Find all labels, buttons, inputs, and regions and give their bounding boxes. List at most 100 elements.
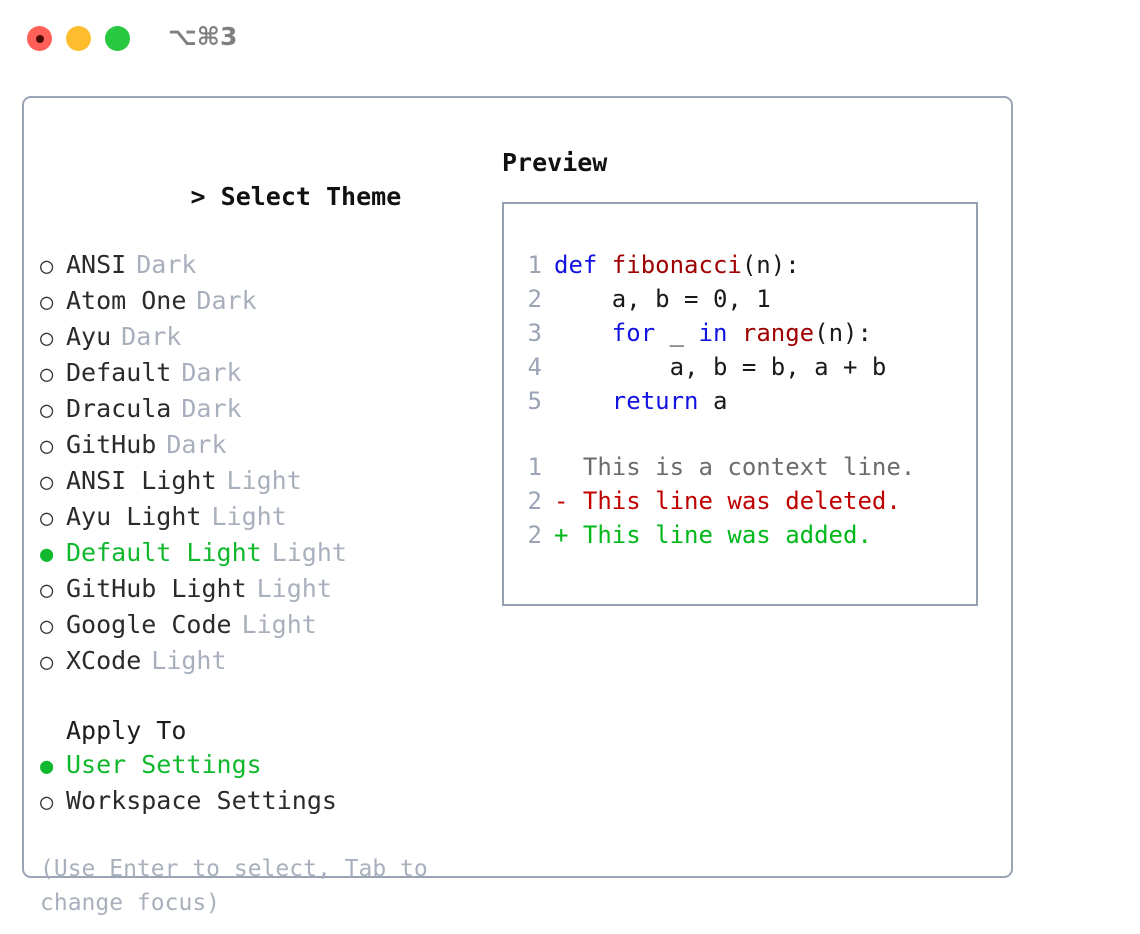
- code-token-plain: a, b = b, a + b: [554, 353, 887, 381]
- radio-unselected-icon: ○: [40, 470, 54, 495]
- diff-line-text: This line was deleted.: [568, 487, 901, 515]
- code-token-kw: return: [611, 387, 699, 415]
- theme-option-label: GitHub Light: [66, 574, 247, 603]
- window-titlebar: ⌥⌘3: [0, 0, 1140, 78]
- theme-option-tag: Dark: [121, 322, 182, 351]
- code-line: 3 for _ in range(n):: [516, 316, 968, 350]
- select-theme-header-label: Select Theme: [220, 182, 402, 211]
- radio-unselected-icon: ○: [40, 614, 54, 639]
- theme-option-default[interactable]: ○ Default Dark: [40, 356, 480, 392]
- theme-option-ansi[interactable]: ○ ANSI Dark: [40, 248, 480, 284]
- theme-option-tag: Light: [241, 610, 317, 639]
- code-token-plain: (n):: [741, 251, 800, 279]
- code-token-plain: [554, 319, 612, 347]
- diff-line-text: This line was added.: [568, 521, 872, 549]
- theme-option-tag: Light: [211, 502, 287, 531]
- code-token-plain: a, b = 0, 1: [554, 285, 771, 313]
- radio-unselected-icon: ○: [40, 434, 54, 459]
- radio-selected-icon: ●: [40, 754, 54, 779]
- diff-sample: 1 This is a context line.2- This line wa…: [516, 450, 968, 552]
- radio-unselected-icon: ○: [40, 578, 54, 603]
- diff-line-number: 1: [527, 453, 542, 481]
- code-token-kw: in: [698, 319, 728, 347]
- diff-line-number: 2: [527, 521, 542, 549]
- code-token-plain: [554, 387, 612, 415]
- code-line-text: a, b = 0, 1: [554, 282, 771, 316]
- theme-option-label: Default Light: [66, 538, 262, 567]
- code-token-plain: (n):: [814, 319, 872, 347]
- code-line-number: 1: [527, 251, 542, 279]
- code-token-fn: fibonacci: [611, 251, 742, 279]
- diff-line-deleted: 2- This line was deleted.: [516, 484, 968, 518]
- theme-option-label: GitHub: [66, 430, 157, 459]
- list-spacer: [40, 680, 480, 714]
- radio-unselected-icon: ○: [40, 254, 54, 279]
- theme-option-default-light[interactable]: ● Default Light Light: [40, 536, 480, 572]
- code-token-plain: [727, 319, 741, 347]
- minimize-icon[interactable]: [66, 26, 91, 51]
- radio-unselected-icon: ○: [40, 362, 54, 387]
- keyboard-shortcut-label: ⌥⌘3: [168, 22, 238, 51]
- radio-unselected-icon: ○: [40, 290, 54, 315]
- apply-to-option-list: ●User Settings○Workspace Settings: [40, 748, 480, 820]
- diff-line-text: This is a context line.: [568, 453, 916, 481]
- theme-option-dracula[interactable]: ○ Dracula Dark: [40, 392, 480, 428]
- apply-to-option-workspace-settings[interactable]: ○Workspace Settings: [40, 784, 480, 820]
- radio-unselected-icon: ○: [40, 398, 54, 423]
- theme-option-label: Google Code: [66, 610, 232, 639]
- code-line-text: def fibonacci(n):: [554, 248, 800, 282]
- code-line: 2 a, b = 0, 1: [516, 282, 968, 316]
- keyboard-hint-text: (Use Enter to select, Tab to change focu…: [40, 856, 442, 916]
- diff-marker: -: [554, 487, 569, 515]
- close-icon[interactable]: [27, 26, 52, 51]
- apply-to-option-user-settings[interactable]: ●User Settings: [40, 748, 480, 784]
- theme-option-tag: Light: [256, 574, 332, 603]
- radio-unselected-icon: ○: [40, 506, 54, 531]
- radio-unselected-icon: ○: [40, 650, 54, 675]
- theme-option-atom-one[interactable]: ○ Atom One Dark: [40, 284, 480, 320]
- theme-option-label: Atom One: [66, 286, 187, 315]
- diff-gap: [516, 418, 968, 450]
- code-line: 5 return a: [516, 384, 968, 418]
- diff-line-context: 1 This is a context line.: [516, 450, 968, 484]
- theme-option-label: Dracula: [66, 394, 172, 423]
- select-theme-header: > Select Theme: [40, 146, 480, 248]
- maximize-icon[interactable]: [105, 26, 130, 51]
- code-token-kw: for: [611, 319, 656, 347]
- theme-option-tag: Dark: [181, 358, 242, 387]
- code-line-text: return a: [554, 384, 728, 418]
- theme-option-google-code[interactable]: ○ Google Code Light: [40, 608, 480, 644]
- prompt-caret-icon: >: [190, 182, 206, 211]
- radio-unselected-icon: ○: [40, 326, 54, 351]
- radio-selected-icon: ●: [40, 542, 54, 567]
- theme-option-tag: Light: [271, 538, 347, 567]
- code-token-kw: def: [554, 251, 612, 279]
- diff-line-number: 2: [527, 487, 542, 515]
- theme-option-label: ANSI: [66, 250, 127, 279]
- theme-option-tag: Dark: [196, 286, 257, 315]
- code-line-number: 4: [527, 353, 542, 381]
- theme-option-tag: Dark: [136, 250, 197, 279]
- radio-unselected-icon: ○: [40, 790, 54, 815]
- theme-option-label: Default: [66, 358, 172, 387]
- code-line-number: 3: [527, 319, 542, 347]
- theme-option-tag: Light: [151, 646, 227, 675]
- theme-option-tag: Light: [226, 466, 302, 495]
- diff-line-added: 2+ This line was added.: [516, 518, 968, 552]
- theme-option-tag: Dark: [181, 394, 242, 423]
- theme-option-github-light[interactable]: ○ GitHub Light Light: [40, 572, 480, 608]
- code-token-plain: _: [655, 319, 699, 347]
